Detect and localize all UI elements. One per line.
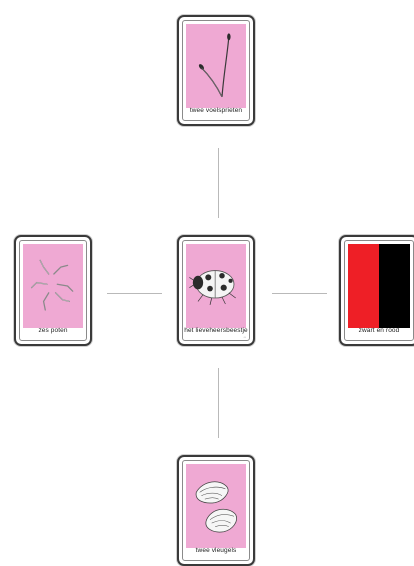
card-wings[interactable]: twee vleugels — [177, 455, 255, 566]
card-label: twee vleugels — [195, 547, 237, 554]
connector-bottom — [218, 368, 219, 438]
connector-right — [272, 293, 327, 294]
card-frame: zes poten — [19, 240, 87, 341]
card-colors[interactable]: zwart en rood — [339, 235, 414, 346]
card-ladybug[interactable]: het lieveheersbeestje ▭ — [177, 235, 255, 346]
red-black-colors-icon — [348, 244, 410, 328]
card-label: zwart en rood — [358, 327, 400, 334]
card-frame: het lieveheersbeestje ▭ — [182, 240, 250, 341]
card-frame: twee voelsprieten — [182, 20, 250, 121]
card-picture — [186, 244, 246, 328]
card-picture — [348, 244, 410, 328]
wings-icon — [195, 481, 237, 533]
antennae-icon — [198, 33, 231, 98]
card-legs[interactable]: zes poten — [14, 235, 92, 346]
connector-top — [218, 148, 219, 218]
ladybug-icon — [189, 270, 236, 305]
connector-left — [107, 293, 162, 294]
card-picture — [23, 244, 83, 328]
card-label: het lieveheersbeestje — [184, 327, 248, 334]
card-picture — [186, 464, 246, 548]
legs-icon — [30, 259, 74, 311]
card-label: twee voelsprieten — [189, 107, 243, 114]
card-credit-mark: ▭ — [243, 336, 246, 339]
card-antennae[interactable]: twee voelsprieten — [177, 15, 255, 126]
card-label: zes poten — [38, 327, 68, 334]
card-frame: twee vleugels — [182, 460, 250, 561]
card-frame: zwart en rood — [344, 240, 414, 341]
card-picture — [186, 24, 246, 108]
